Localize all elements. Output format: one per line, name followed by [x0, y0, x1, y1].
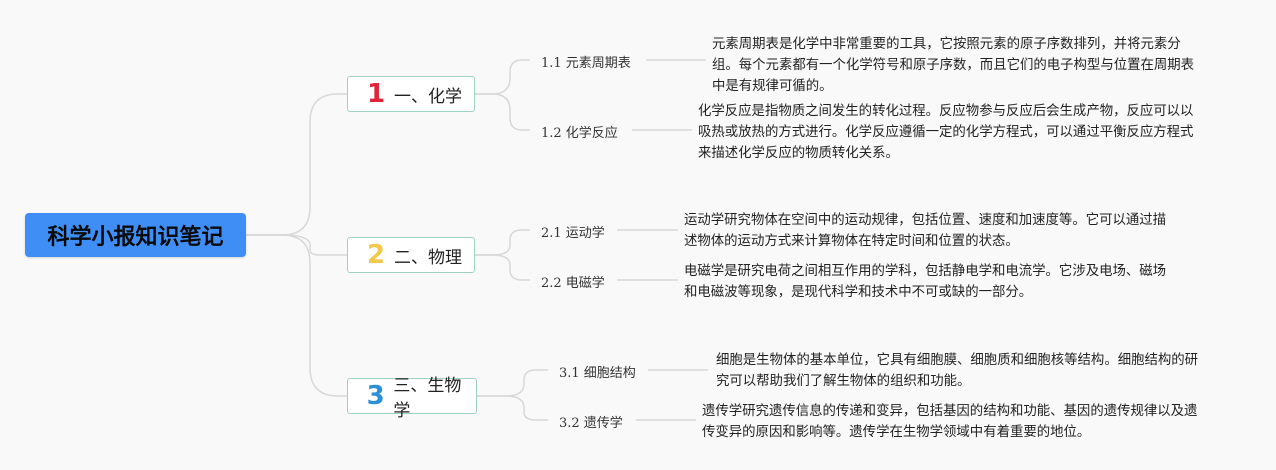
link-root-branch-1: [246, 93, 347, 236]
leaf-node-kinematics[interactable]: 2.1 运动学: [541, 226, 605, 241]
leaf-description: 电磁学是研究电荷之间相互作用的学科，包括静电学和电流学。它涉及电场、磁场和电磁波…: [684, 264, 1167, 300]
leaf-description: 运动学研究物体在空间中的运动规律，包括位置、速度和加速度等。它可以通过描述物体的…: [684, 213, 1167, 249]
leaf-description: 化学反应是指物质之间发生的转化过程。反应物参与反应后会生成产物，反应可以以吸热或…: [698, 104, 1194, 161]
leaf-node-electromagnetism[interactable]: 2.2 电磁学: [541, 276, 605, 291]
branch-label: 一、化学: [394, 86, 462, 107]
branch-label: 二、物理: [394, 247, 462, 268]
link-root-branch-2: [246, 234, 347, 256]
leaf-description: 细胞是生物体的基本单位，它具有细胞膜、细胞质和细胞核等结构。细胞结构的研究可以帮…: [716, 353, 1199, 389]
branch-node-chemistry[interactable]: 1 一、化学: [347, 76, 475, 112]
link-branch-2-leaf-2: [475, 254, 530, 281]
link-branch-3-leaf-2: [477, 395, 548, 421]
leaf-description: 元素周期表是化学中非常重要的工具，它按照元素的原子序数排列，并将元素分组。每个元…: [712, 37, 1195, 94]
link-branch-1-leaf-1: [475, 59, 530, 95]
leaf-node-genetics[interactable]: 3.2 遗传学: [559, 416, 623, 431]
branch-label: 三、生物学: [393, 376, 462, 421]
number-two-icon: 2: [366, 240, 386, 270]
number-three-icon: 3: [366, 381, 385, 411]
leaf-node-chemical-reaction[interactable]: 1.2 化学反应: [541, 126, 618, 141]
root-node[interactable]: 科学小报知识笔记: [25, 213, 246, 257]
leaf-node-periodic-table[interactable]: 1.1 元素周期表: [541, 56, 631, 71]
branch-node-biology[interactable]: 3 三、生物学: [347, 376, 477, 421]
link-branch-2-leaf-1: [475, 229, 530, 256]
link-branch-3-leaf-1: [477, 369, 548, 397]
branch-node-physics[interactable]: 2 二、物理: [347, 237, 475, 273]
leaf-description: 遗传学研究遗传信息的传递和变异，包括基因的结构和功能、基因的遗传规律以及遗传变异…: [702, 404, 1198, 440]
number-one-icon: 1: [366, 79, 386, 109]
link-root-branch-3: [246, 234, 347, 397]
link-branch-1-leaf-2: [475, 93, 530, 131]
leaf-node-cell-structure[interactable]: 3.1 细胞结构: [559, 366, 636, 381]
